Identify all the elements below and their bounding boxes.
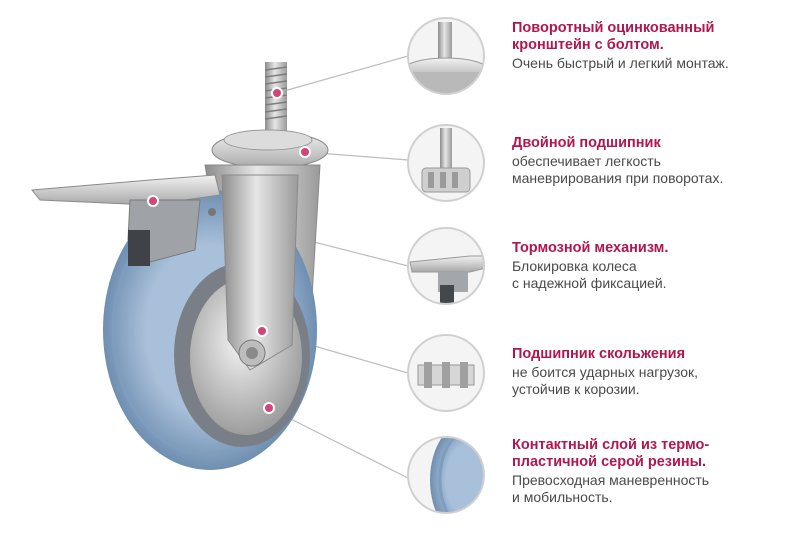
feature-rubber-tread: Контактный слой из термо- пластичной сер… <box>512 437 792 506</box>
feature-plain-bearing: Подшипник скольжения не боится ударных н… <box>512 346 792 398</box>
feature-double-bearing: Двойной подшипник обеспечивает легкость … <box>512 135 792 187</box>
feature-description: обеспечивает легкость маневрирования при… <box>512 153 724 186</box>
caster-wheel <box>31 62 329 470</box>
brake-icon <box>407 227 485 305</box>
rubber-tread-icon <box>407 436 485 514</box>
feature-description: Превосходная маневренность и мобильность… <box>512 472 710 505</box>
feature-title: Поворотный оцинкованный кронштейн с болт… <box>512 20 715 53</box>
feature-brake: Тормозной механизм. Блокировка колеса с … <box>512 240 792 292</box>
feature-swivel-bracket: Поворотный оцинкованный кронштейн с болт… <box>512 20 792 72</box>
feature-description: не боится ударных нагрузок, устойчив к к… <box>512 364 699 397</box>
feature-description: Блокировка колеса с надежной фиксацией. <box>512 258 667 291</box>
feature-title: Двойной подшипник <box>512 135 661 151</box>
feature-title: Подшипник скольжения <box>512 346 686 362</box>
detail-thumbnails <box>407 17 485 514</box>
double-bearing-icon <box>407 124 485 202</box>
feature-description: Очень быстрый и легкий монтаж. <box>512 55 729 71</box>
feature-title: Тормозной механизм. <box>512 240 669 256</box>
plain-bearing-icon <box>407 334 485 412</box>
threaded-bolt-icon <box>407 17 485 95</box>
callout-dots <box>147 87 311 414</box>
feature-title: Контактный слой из термо- пластичной сер… <box>512 437 710 470</box>
